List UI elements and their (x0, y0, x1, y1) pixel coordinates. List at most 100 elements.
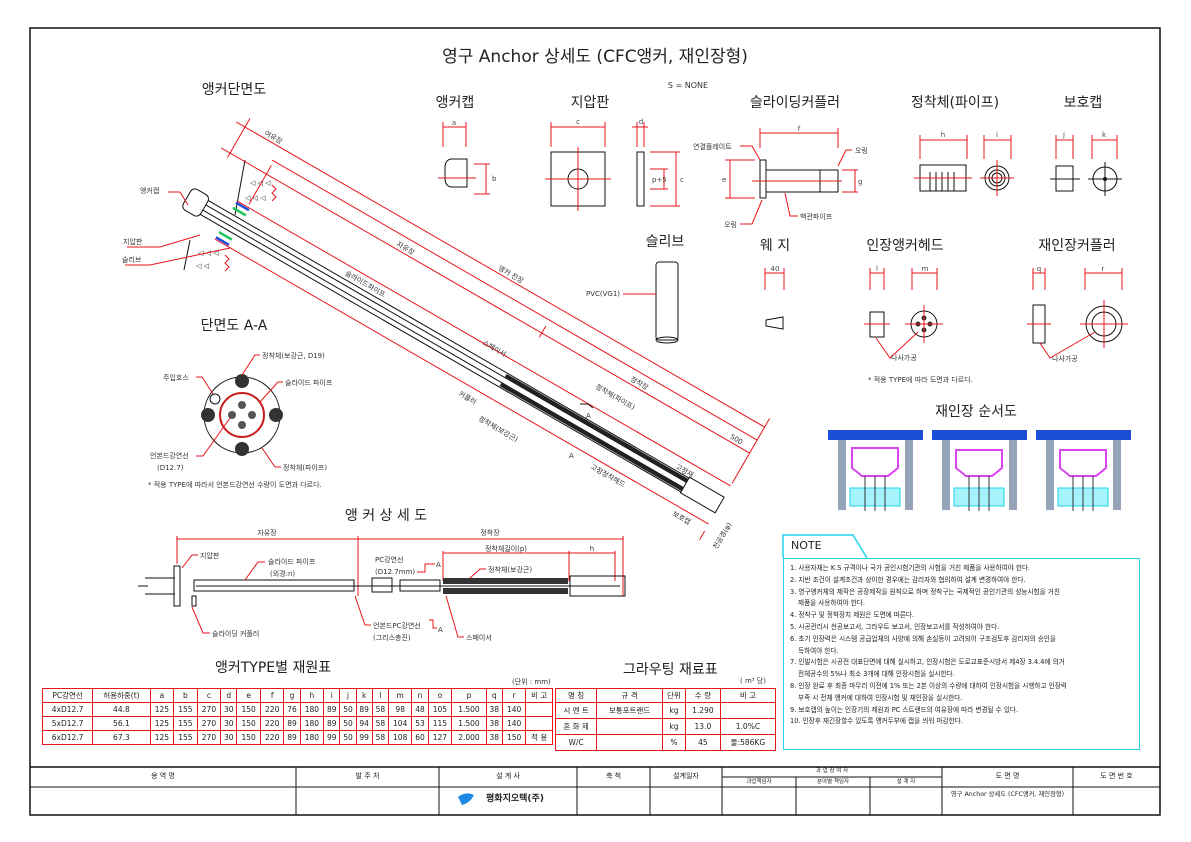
label-steel-pipe: 백관파이프 (800, 212, 833, 221)
table-cell: 1.290 (684, 702, 721, 719)
protect-cap-drawing: j k (1050, 131, 1122, 196)
table-cell: 270 (196, 716, 222, 731)
company-logo (458, 793, 474, 805)
table-cell: W/C (554, 734, 598, 751)
svg-text:◁ ◁ ◁: ◁ ◁ ◁ (250, 179, 271, 187)
dim-l: l (876, 265, 878, 273)
table-cell: 6xD12.7 (41, 730, 94, 745)
note-item: 2. 지반 조건이 설계조건과 상이한 경우에는 감리자와 협의하여 설계 변경… (790, 575, 1026, 584)
table-cell: 67.3 (92, 730, 151, 745)
table-cell: 1.500 (451, 702, 487, 717)
label-detail-coupler: 슬라이딩 커플러 (212, 629, 259, 638)
table-cell: 220 (259, 716, 285, 731)
tb-date-label: 설계일자 (673, 772, 699, 780)
dim-b: b (492, 175, 497, 183)
column-header: n (411, 688, 429, 703)
dim-m: m (922, 265, 929, 273)
label-coupler: 커플러 (457, 389, 478, 406)
column-header: j (339, 688, 357, 703)
table-cell: 보통포트랜드 (596, 702, 663, 719)
table-cell: 94 (355, 716, 373, 731)
note-item: 7. 인발시험은 시공전 대표단면에 대해 실시하고, 인장시험은 도로교표준시… (790, 658, 1065, 667)
table-cell: kg (661, 718, 686, 735)
tb-client-label: 발 주 처 (355, 772, 380, 780)
table-cell: 50 (339, 716, 357, 731)
tb-p3-label: 설 계 자 (896, 779, 916, 785)
tb-p1-label: 과업책임자 (746, 779, 772, 785)
column-header: h (299, 688, 325, 703)
table-cell (525, 702, 553, 717)
dim-40: 40 (771, 265, 780, 273)
table-cell: 58 (371, 730, 389, 745)
table-cell: 155 (173, 702, 198, 717)
table-cell: 38 (485, 702, 503, 717)
table-cell: 30 (220, 730, 238, 745)
label-detail-fix: 정착장 (480, 528, 500, 537)
column-header: 수 량 (684, 688, 721, 703)
column-header: r (501, 688, 527, 703)
tb-company: 평화지오텍(주) (486, 794, 544, 804)
table-cell: 115 (427, 716, 453, 731)
table-cell: % (661, 734, 686, 751)
dim-q: q (1037, 265, 1041, 273)
sliding-coupler-drawing: f e g 연결플레이트 오링 오링 백관파이프 (693, 125, 868, 229)
table-cell: 38 (485, 716, 503, 731)
title-retension-coupler: 재인장커플러 (1038, 238, 1115, 254)
column-header: g (283, 688, 301, 703)
label-detail-rebar: 정착체(보강근) (488, 565, 532, 574)
table-cell: 89 (355, 702, 373, 717)
column-header: 명 칭 (554, 688, 598, 703)
tb-drawing-name-value: 영구 Anchor 상세도 (CFC앵커, 재인장형) (950, 791, 1065, 798)
retension-order-diagrams (828, 430, 1131, 511)
table-cell: 98 (387, 702, 413, 717)
tb-drawing-no-label: 도 면 번 호 (1100, 772, 1133, 780)
title-tension-head: 인장앵커헤드 (866, 238, 943, 254)
svg-text:◁ ◁: ◁ ◁ (196, 262, 210, 270)
table-cell: 89 (283, 730, 301, 745)
table-cell: 140 (501, 702, 527, 717)
label-detail-slide: 슬라이드 파이프 (268, 557, 316, 566)
table-cell: 104 (387, 716, 413, 731)
table-cell: 99 (355, 730, 373, 745)
table-cell: 1.500 (451, 716, 487, 731)
label-detail-free: 자유장 (257, 528, 277, 537)
title-anchor-cap: 앵커캡 (436, 95, 475, 111)
table-cell: 76 (283, 702, 301, 717)
table-cell: 127 (427, 730, 453, 745)
column-header: o (427, 688, 453, 703)
table-cell: 30 (220, 716, 238, 731)
note-item: 8. 인장 완료 후 최종 마무리 이전에 1% 또는 2본 이상의 수량에 대… (790, 681, 1067, 690)
table-cell: 45 (684, 734, 721, 751)
table-cell: 99 (323, 730, 341, 745)
title-anchor-section: 앵커단면도 (202, 82, 267, 98)
dim-e: e (722, 176, 726, 184)
label-thread-1: 나사가공 (891, 353, 917, 362)
label-500: 500 (728, 433, 744, 447)
column-header: c (196, 688, 222, 703)
notes-box: 1. 사용자재는 K.S 규격이나 국가 공인시험기관의 시험을 거친 제품을 … (783, 558, 1140, 750)
tb-project-label: 용 역 명 (151, 772, 175, 780)
table-cell: 270 (196, 702, 222, 717)
dim-f: f (798, 125, 801, 133)
label-oring-right: 오링 (855, 147, 868, 155)
label-anchor-cap: 앵커캡 (140, 186, 159, 195)
type-table-title: 앵커TYPE별 재원표 (215, 660, 332, 676)
dim-p5: p+5 (652, 176, 667, 184)
note-item: 3. 영구앵커체의 제작은 공장제작을 원칙으로 하며 정착구는 국제적인 공인… (790, 587, 1060, 596)
table-cell: 150 (236, 702, 261, 717)
table-cell: 30 (220, 702, 238, 717)
table-cell: 89 (323, 716, 341, 731)
label-aa-pipe: 정착체(파이프) (283, 463, 327, 472)
note-item: 5. 시공관리시 천공보고서, 그라우트 보고서, 인장보고서를 작성하여야 한… (790, 622, 1000, 631)
table-cell: 125 (149, 730, 175, 745)
label-aa-strand: 언본드강연선 (150, 451, 189, 460)
table-cell (596, 718, 663, 735)
table-cell: 4xD12.7 (41, 702, 94, 717)
label-detail-unbond: 언본드PC강연선 (373, 621, 421, 630)
column-header: PC강연선 (41, 688, 94, 703)
label-section-a-top: A (586, 412, 591, 420)
